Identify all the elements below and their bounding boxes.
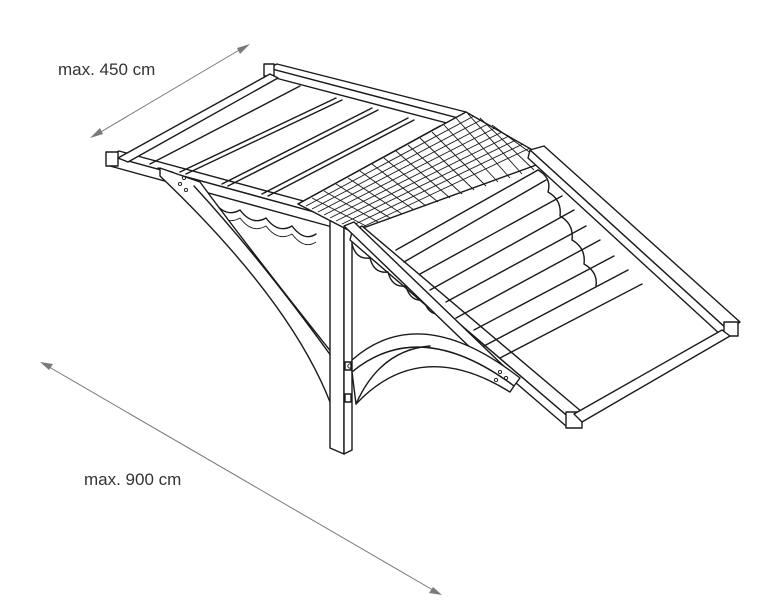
arched-brace [347,333,521,405]
main-post [329,217,353,455]
width-dimension-label: max. 450 cm [58,60,156,79]
ridge-cap [297,111,551,233]
length-dimension-label: max. 900 cm [84,470,182,489]
length-dimension-line [40,362,442,595]
width-dimension-line [90,44,250,138]
